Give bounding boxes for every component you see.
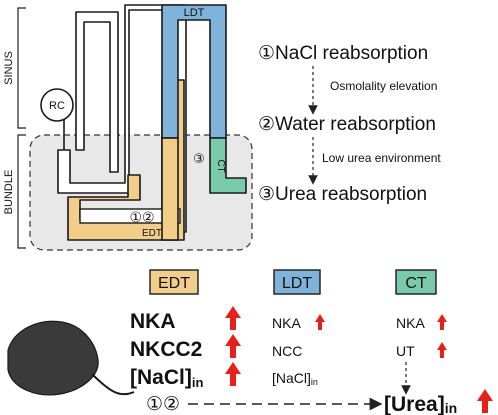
marker-3: ③ (193, 151, 205, 166)
ldt-item-nka: NKA (272, 315, 301, 331)
rc-label: RC (49, 100, 65, 112)
sinus-label: SINUS (3, 51, 15, 85)
edt-nacl-text: [NaCl] (130, 366, 192, 389)
edt-nacl-sub: in (192, 375, 204, 390)
step-1: ①NaCl reabsorption (258, 43, 428, 64)
ldt-item-ncc: NCC (272, 343, 302, 359)
transition-2: Low urea environment (322, 151, 441, 165)
ldt-item-nacl: [NaCl]in (272, 370, 318, 387)
ldt-header: LDT (273, 269, 321, 295)
ldt-nacl-sub: in (311, 377, 318, 387)
edt-arrow-nacl (225, 362, 241, 386)
ct-arrow-ut (437, 342, 447, 358)
ct-header-label: CT (405, 275, 427, 292)
transition-1: Osmolality elevation (330, 79, 437, 93)
ldt-arrow-nka (315, 314, 325, 330)
urea-up-arrow (477, 389, 493, 413)
urea-sub: in (445, 400, 457, 415)
stingray-icon (7, 320, 135, 396)
ct-item-nka: NKA (396, 315, 425, 331)
edt-up-arrows (225, 306, 241, 386)
edt-arrow-nka (225, 306, 241, 330)
edt-header: EDT (149, 269, 199, 295)
bundle-label: BUNDLE (3, 170, 15, 215)
ldt-segment: LDT (161, 4, 227, 139)
edt-header-label: EDT (158, 275, 190, 292)
edt-arrow-nkcc2 (225, 334, 241, 358)
edt-label: EDT (142, 228, 162, 239)
ldt-nacl-text: [NaCl] (272, 370, 311, 386)
ct-arrow-nka (437, 314, 447, 330)
step-3: ③Urea reabsorption (258, 184, 427, 205)
ct-label: CT (215, 159, 226, 172)
bottom-target: [Urea]in (384, 393, 457, 415)
rc-glomerulus: RC (40, 88, 74, 150)
step-2: ②Water reabsorption (258, 114, 436, 135)
ldt-header-label: LDT (282, 275, 312, 292)
edt-item-nacl: [NaCl]in (130, 366, 203, 390)
edt-item-nka: NKA (130, 310, 176, 333)
ct-item-ut: UT (396, 343, 415, 359)
region-bracket (17, 7, 26, 249)
edt-item-nkcc2: NKCC2 (130, 338, 202, 361)
ct-header: CT (395, 269, 437, 295)
urea-text: [Urea] (384, 393, 445, 415)
ldt-label: LDT (184, 7, 205, 19)
bottom-source: ①② (146, 394, 180, 415)
marker-12: ①② (129, 209, 154, 225)
ct-segment: CT (209, 137, 247, 194)
